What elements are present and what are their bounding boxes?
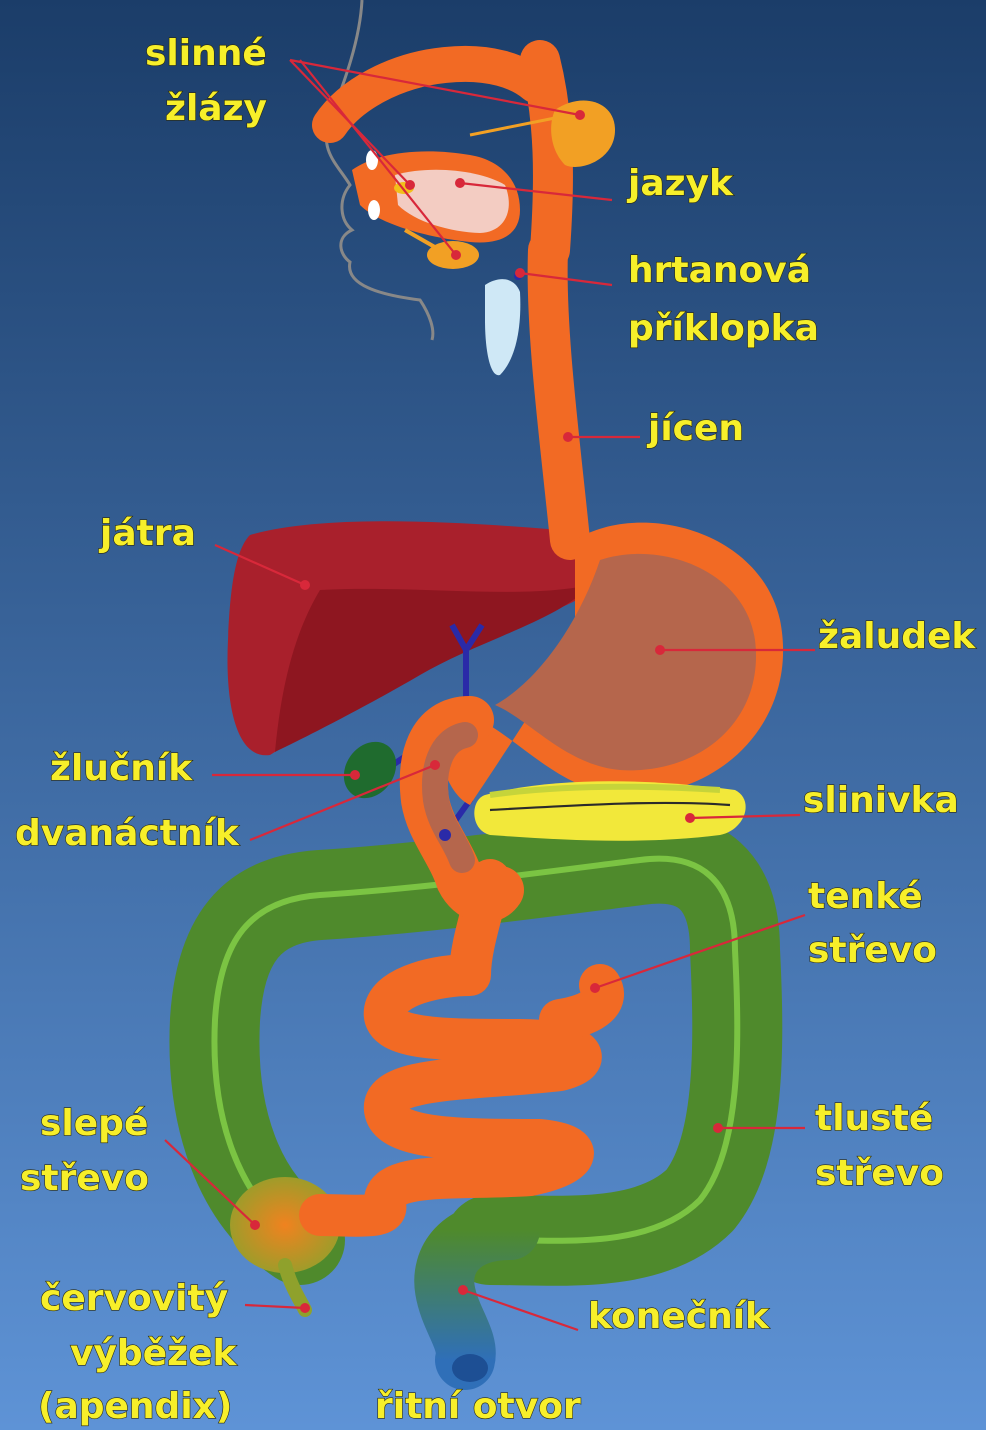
upper-teeth [366,150,378,170]
label-small-intestine-2: střevo [808,930,937,971]
label-large-intestine-2: střevo [815,1153,944,1194]
label-small-intestine-1: tenké [808,876,923,917]
esophagus [548,250,570,540]
label-tongue: jazyk [626,163,734,204]
label-duodenum: dvanáctník [15,813,240,854]
label-appendix-3: (apendix) [38,1386,232,1427]
lower-teeth [368,200,380,220]
label-appendix-2: výběžek [70,1333,237,1374]
label-salivary-glands-1: slinné [145,33,267,74]
label-gallbladder: žlučník [50,748,193,789]
label-cecum-1: slepé [40,1103,148,1144]
anus [452,1354,488,1382]
label-cecum-2: střevo [20,1158,149,1199]
label-pancreas: slinivka [803,780,959,821]
label-esophagus: jícen [646,408,744,449]
label-anus: řitní otvor [375,1386,581,1427]
label-rectum: konečník [588,1296,770,1337]
label-salivary-glands-2: žlázy [165,88,267,129]
label-epiglottis-2: příklopka [628,308,819,349]
label-liver: játra [98,513,196,554]
label-appendix-1: červovitý [40,1278,228,1319]
label-large-intestine-1: tlusté [815,1098,933,1139]
label-epiglottis-1: hrtanová [628,250,811,291]
label-stomach: žaludek [818,616,976,657]
